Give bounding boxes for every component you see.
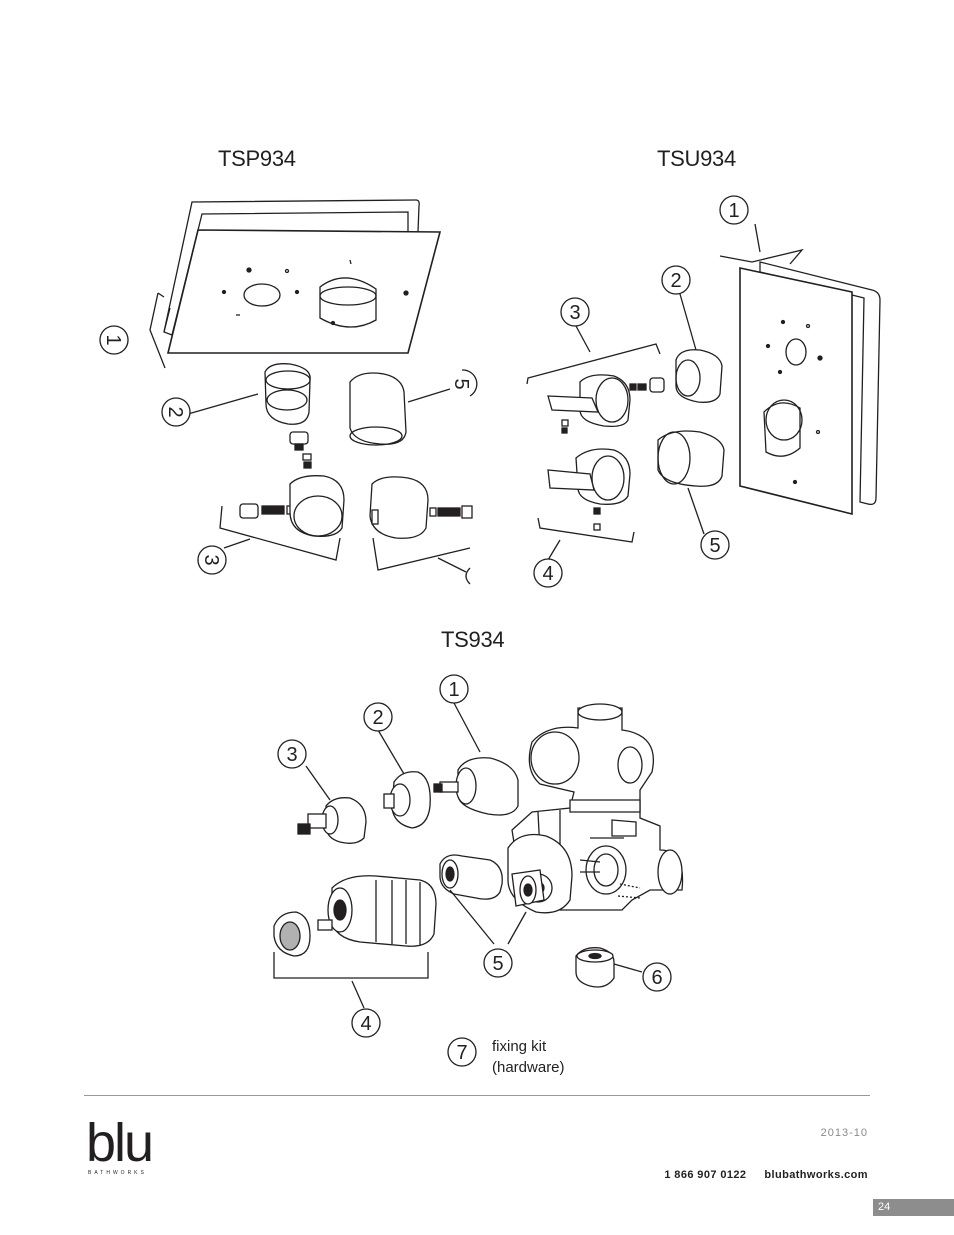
tsu-callout-3: 3	[569, 302, 580, 324]
contact-line: 1 866 907 0122 blubathworks.com	[664, 1169, 868, 1181]
tsu-part-3-handle	[579, 374, 631, 428]
brand-name: blu	[86, 1113, 154, 1173]
ts-callout-4: 4	[360, 1013, 371, 1035]
ts934-title: TS934	[441, 627, 505, 652]
tsu-callout-2: 2	[670, 270, 681, 292]
tsu-callout-4: 4	[542, 563, 553, 585]
tsp-trim-plate	[166, 229, 442, 354]
page-number: 24	[873, 1199, 954, 1216]
tsu-trim-plate	[739, 267, 853, 516]
tsu-part-5-sleeve	[657, 430, 725, 487]
tsp-callout-1: 1	[102, 334, 124, 345]
ts-part-4-assembly	[331, 875, 437, 947]
revision-date: 2013-10	[820, 1127, 868, 1139]
tsp934-title: TSP934	[218, 146, 296, 171]
tsp-callout-3: 3	[200, 554, 222, 565]
tsu934-title: TSU934	[657, 146, 736, 171]
ts-callout-6: 6	[651, 967, 662, 989]
fixing-kit-sublabel: (hardware)	[492, 1059, 565, 1076]
tsu-callout-5: 5	[709, 535, 720, 557]
tsu-callout-1: 1	[728, 200, 739, 222]
fixing-kit-label: fixing kit	[492, 1038, 547, 1055]
tsp-callout-2: 2	[164, 406, 186, 417]
ts-part-3-stem	[325, 797, 367, 844]
brand-subtitle: BATHWORKS	[88, 1170, 147, 1176]
ts-callout-2: 2	[372, 707, 383, 729]
tsp-part-3-handle	[289, 475, 345, 537]
tsp-part-5-sleeve	[349, 372, 407, 445]
fixing-kit-note: fixing kit (hardware)	[492, 1036, 565, 1078]
ts-callout-7: 7	[456, 1042, 467, 1064]
ts-callout-1: 1	[448, 679, 459, 701]
ts934-diagram: 1 2 3 4 5 6 7	[273, 674, 684, 1067]
tsu-part-4-handle	[575, 448, 631, 505]
tsu934-diagram: 1 2 3 4 5	[526, 195, 881, 588]
tsp-callout-5: 5	[450, 378, 472, 389]
footer-divider	[84, 1095, 870, 1096]
brand-logo: blu BATHWORKS	[86, 1113, 154, 1176]
tsp934-diagram: 1 2 3 5	[99, 199, 478, 585]
tsu-part-2-collar	[675, 349, 723, 403]
ts-callout-3: 3	[286, 744, 297, 766]
phone-number: 1 866 907 0122	[664, 1169, 747, 1181]
ts-callout-5: 5	[492, 953, 503, 975]
website-link[interactable]: blubathworks.com	[764, 1169, 868, 1181]
